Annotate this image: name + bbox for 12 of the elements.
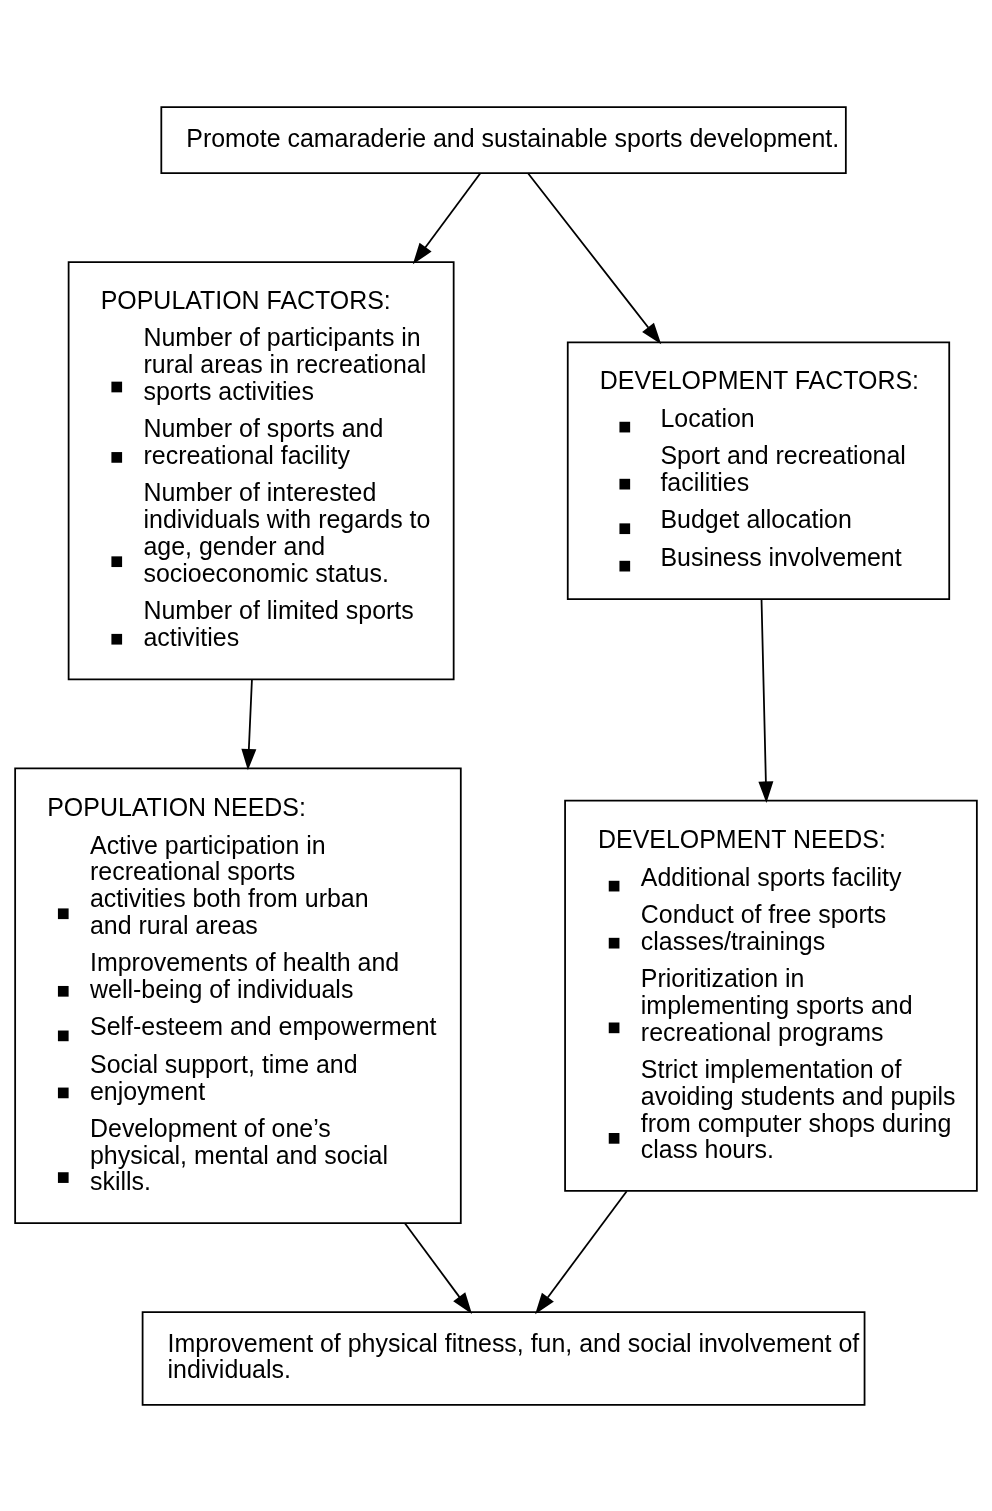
node-box: POPULATION NEEDS: Active participation in recreational sports activities both from urban and rural areas Improvements of health and well-being of individuals Self-esteem and empowerment Social support, time and enjoyment Development of one’s physical, mental and social skills. bbox=[14, 767, 462, 1224]
node-box: POPULATION FACTORS: Number of participants in rural areas in recreational sports activities Number of sports and recreational facility Number of interested individuals with regards to age, gender and socioeconomic status. Number of limited sports activities bbox=[67, 260, 455, 680]
node-box: DEVELOPMENT NEEDS: Additional sports facility Conduct of free sports classes/trainings Prioritization in implementing sports and recreational programs Strict implementation of avoiding students and pupils from computer shops during class hours. bbox=[564, 799, 978, 1192]
arrow bbox=[758, 598, 774, 803]
arrow bbox=[412, 171, 482, 264]
arrow bbox=[527, 171, 662, 344]
node-box: Improvement of physical fitness, fun, and social involvement of individuals. bbox=[141, 1310, 866, 1406]
arrow bbox=[241, 678, 257, 770]
node-box: DEVELOPMENT FACTORS: Location Sport and recreational facilities Budget allocation Business involvement bbox=[566, 341, 951, 600]
node-box: Promote camaraderie and sustainable sports development. bbox=[160, 105, 847, 174]
arrow bbox=[535, 1189, 628, 1314]
arrow bbox=[404, 1222, 472, 1314]
